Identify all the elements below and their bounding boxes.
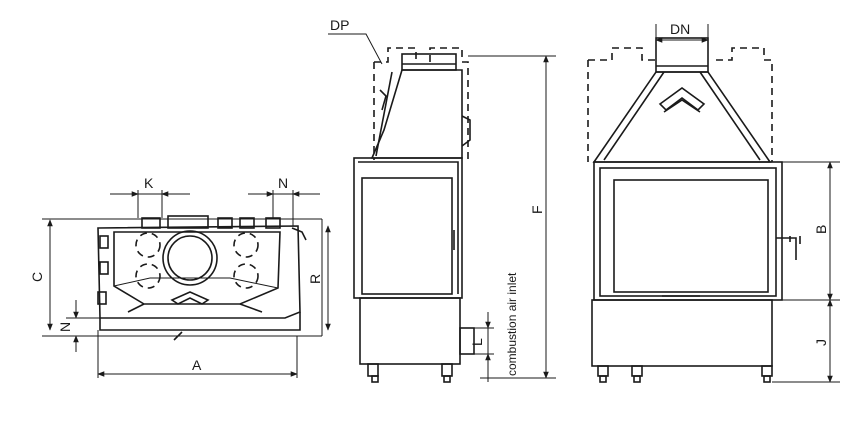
plan-view — [42, 190, 331, 378]
dim-label-c: C — [29, 272, 45, 282]
combustion-air-inlet-label: combustion air inlet — [505, 272, 519, 376]
side-view — [328, 33, 556, 383]
dim-label-n-top: N — [278, 175, 288, 191]
dim-label-a: A — [192, 357, 202, 373]
dim-label-j: J — [813, 339, 829, 346]
dim-label-l: L — [469, 338, 485, 346]
dim-label-f: F — [529, 205, 545, 214]
dim-label-dn: DN — [670, 21, 690, 37]
dim-label-k: K — [144, 175, 154, 191]
dim-label-dp: DP — [330, 17, 349, 33]
dim-label-n-left: N — [57, 322, 73, 332]
dim-label-r: R — [307, 274, 323, 284]
dim-label-b: B — [813, 225, 829, 234]
front-view — [587, 24, 840, 383]
